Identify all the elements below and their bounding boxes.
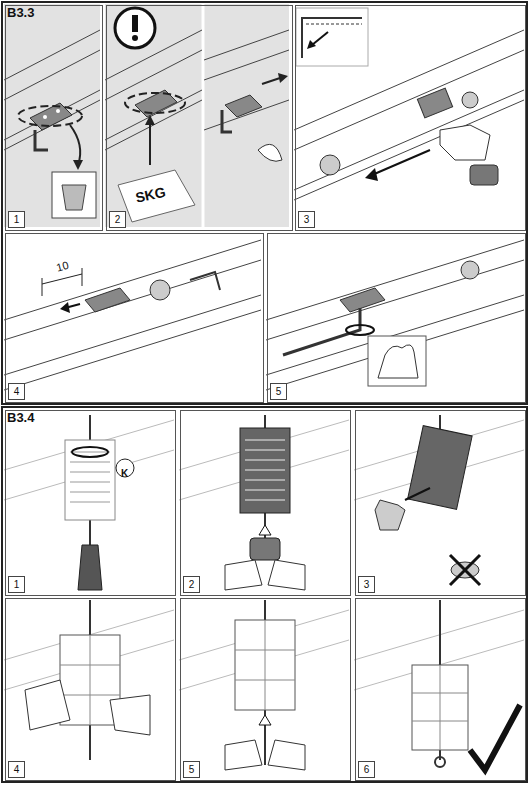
inset-door: [296, 8, 368, 66]
step-panel: 4: [5, 233, 264, 403]
panel-divider: [202, 4, 205, 227]
label-card: [60, 635, 120, 725]
turn-arrow: [72, 447, 108, 457]
rail: [294, 30, 524, 200]
bracket-plate: [225, 95, 262, 117]
step-number: 5: [183, 761, 200, 778]
step-number: 5: [270, 383, 287, 400]
step-number: 1: [8, 211, 25, 228]
hands: [225, 560, 305, 590]
strength-icon: [368, 336, 426, 386]
section-frame: 1 2 3 4 5 B3.3: [1, 1, 528, 405]
tag: [65, 440, 115, 520]
hand: [440, 125, 490, 160]
rail: [105, 30, 202, 150]
step-panel: 3: [295, 5, 526, 231]
rail: [4, 30, 100, 150]
label-card: [412, 665, 468, 750]
rail: [266, 240, 524, 390]
cap: [250, 538, 280, 560]
step-panel: 6: [355, 598, 526, 781]
dimension-line: [42, 274, 82, 284]
section-frame: 1 2 3 4 5 6 B3.4: [1, 406, 528, 783]
tag: [408, 426, 473, 510]
screwdriver: [78, 545, 102, 590]
turn-arrow: [125, 93, 185, 113]
hex-key: [283, 308, 360, 355]
step-panel: 5: [267, 233, 526, 403]
step-number: 2: [183, 576, 200, 593]
skg-paper: [118, 170, 195, 222]
arrow: [149, 120, 151, 165]
step-number: 3: [358, 576, 375, 593]
turn-arrow: [18, 106, 82, 126]
step-panel: 3: [355, 410, 526, 596]
step-number: 1: [8, 576, 25, 593]
bracket-plate: [340, 288, 385, 312]
hands: [225, 740, 305, 770]
bracket-plate: [85, 288, 130, 312]
hex-key: [222, 110, 232, 132]
dimension: 10: [55, 259, 70, 274]
rail: [4, 240, 261, 390]
cross: [450, 555, 480, 585]
rail: [204, 30, 289, 130]
arrow: [372, 150, 430, 175]
check-mark: [470, 705, 520, 770]
step-panel: 5: [180, 598, 351, 781]
cap: [470, 165, 498, 185]
step-number: 6: [358, 761, 375, 778]
callout-letter: K: [121, 468, 128, 479]
step-number: 3: [298, 211, 315, 228]
section-title: B3.4: [7, 410, 34, 425]
recycle-bin: [375, 500, 405, 530]
panel-shade: [105, 4, 289, 227]
feather: [258, 144, 282, 161]
bin-box: [52, 172, 96, 218]
label-card: [235, 620, 295, 710]
recycle-bin: [62, 185, 86, 210]
panel-shade: [4, 4, 100, 227]
tag: [240, 428, 290, 513]
step-number: 4: [8, 383, 25, 400]
hex-key: [35, 130, 48, 150]
step-panel: 2: [106, 5, 293, 231]
step-panel: 2: [180, 410, 351, 596]
step-number: 2: [109, 211, 126, 228]
arrow: [70, 125, 80, 165]
carriage: [417, 88, 452, 118]
step-panel: 1: [5, 410, 176, 596]
section-title: B3.3: [7, 5, 34, 20]
step-panel: 1: [5, 5, 103, 231]
hands: [25, 680, 150, 735]
step-panel: 4: [5, 598, 176, 781]
step-number: 4: [8, 761, 25, 778]
warning-sign: [115, 8, 155, 48]
turn-arrow: [346, 325, 374, 335]
